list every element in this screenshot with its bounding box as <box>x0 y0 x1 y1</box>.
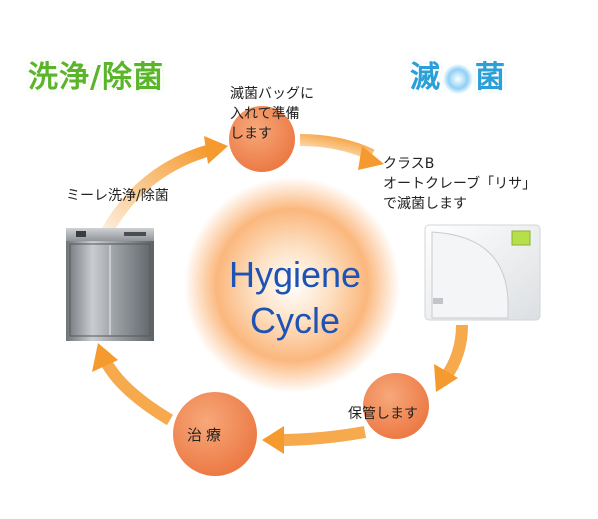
step-treatment-label: 治療 <box>187 426 226 444</box>
step-washer-label: ミーレ洗浄/除菌 <box>66 188 169 204</box>
sterilize-heading: 滅菌 <box>410 52 506 96</box>
step-autoclave-label: クラスB オートクレーブ「リサ」 で滅菌します <box>383 154 536 214</box>
wash-disinfect-heading: 洗浄/除菌 <box>28 60 164 95</box>
washer-machine-image <box>66 228 154 341</box>
arrowhead-bag <box>204 136 228 164</box>
step-autoclave-line-1: クラスB <box>383 156 435 172</box>
node-storage <box>363 373 429 439</box>
arrow-storage-to-treatment <box>277 426 367 446</box>
step-bag-line-3: します <box>230 126 272 142</box>
sterilize-heading-char-1: 滅 <box>410 60 441 95</box>
arrow-autoclave-to-storage <box>440 324 468 382</box>
arrowhead-storage <box>434 364 458 392</box>
arrow-treatment-to-washer <box>99 357 174 426</box>
arrowhead-washer <box>92 343 118 372</box>
arrow-heads <box>92 136 458 454</box>
step-bag-line-2: 入れて準備 <box>230 106 300 122</box>
sterilize-heading-char-2: 菌 <box>475 60 506 95</box>
arrowhead-treatment <box>262 426 284 454</box>
center-title-line-1: Hygiene <box>228 254 362 295</box>
step-autoclave-line-3: で滅菌します <box>383 196 467 212</box>
sparkle-icon <box>443 63 473 94</box>
hygiene-cycle-title: Hygiene Cycle <box>190 252 400 344</box>
step-storage-label: 保管します <box>348 406 418 422</box>
step-bag-label: 滅菌バッグに 入れて準備 します <box>230 84 314 144</box>
arrow-washer-to-bag <box>99 144 212 238</box>
step-autoclave-line-2: オートクレーブ「リサ」 <box>383 176 537 192</box>
center-title-line-2: Cycle <box>249 300 341 341</box>
step-bag-line-1: 滅菌バッグに <box>230 86 314 102</box>
arrowhead-autoclave <box>358 146 384 170</box>
autoclave-machine-image <box>424 224 541 321</box>
node-treatment <box>173 392 257 476</box>
center-glow <box>184 177 400 393</box>
node-bag <box>229 106 295 172</box>
